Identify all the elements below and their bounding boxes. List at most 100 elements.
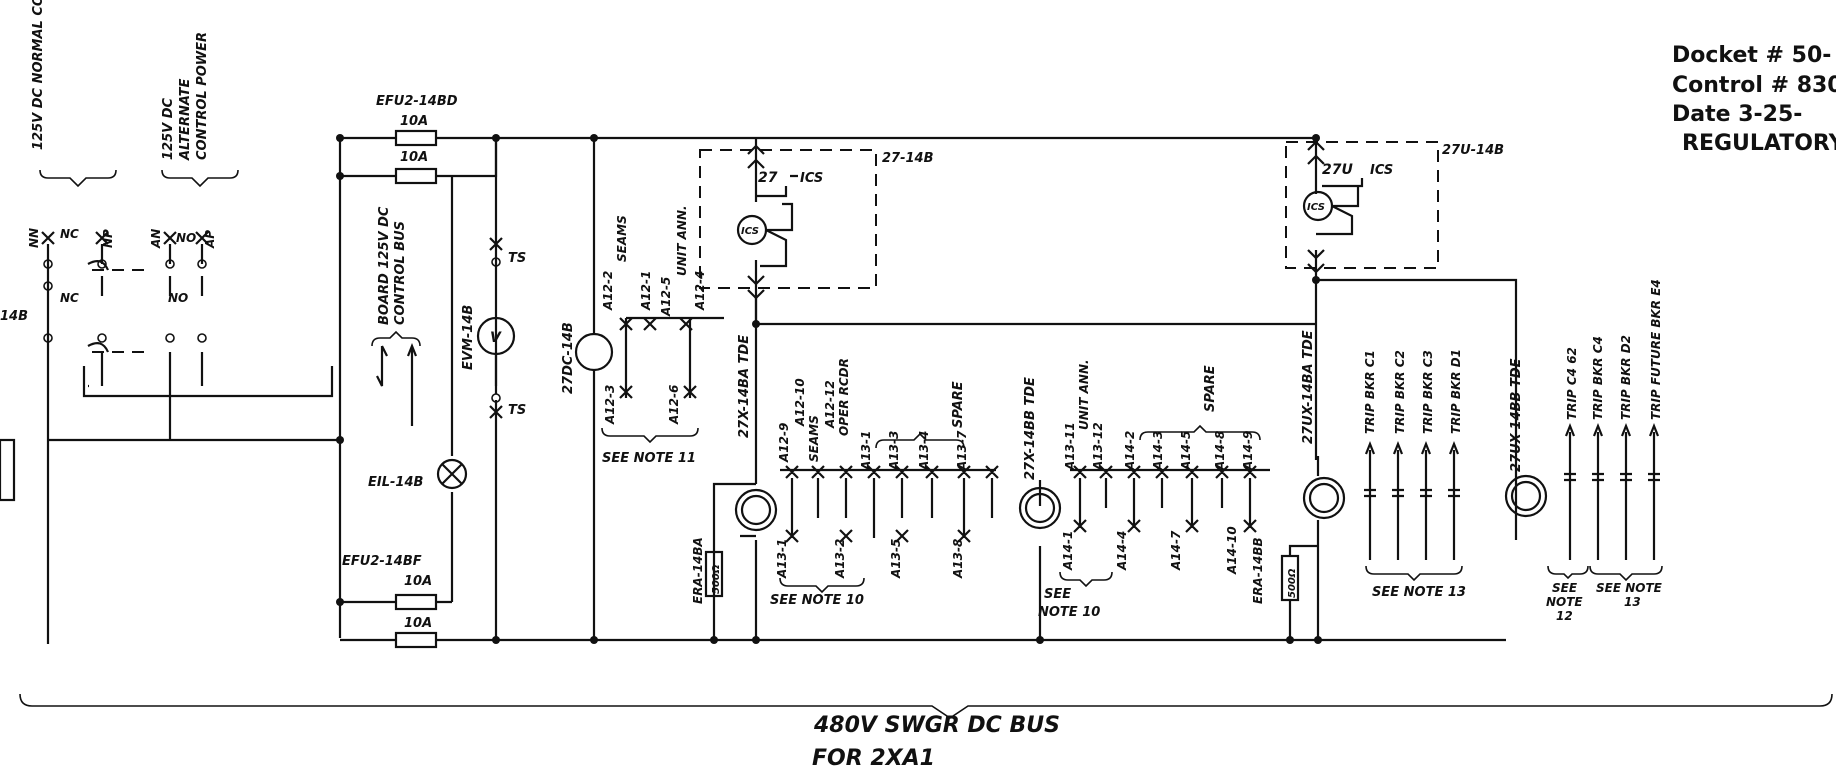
brace-spare-2: [1139, 424, 1261, 441]
lamp-circle: [436, 458, 468, 490]
relay-27x-ba-label: 27X-14BA TDE: [737, 335, 752, 438]
relay-27dc-label: 27DC-14B: [561, 322, 576, 394]
label-nc-top: NC: [60, 227, 79, 241]
fuse-group-bottom: EFU2-14BF 10A 10A: [340, 554, 1506, 649]
c-a13-8: A13-8: [951, 539, 965, 579]
label-alt-2: ALTERNATE: [178, 78, 193, 161]
era-bb-wire: [1288, 544, 1318, 640]
label-alt-3: CONTROL POWER: [195, 32, 210, 160]
relay-27dc: 27DC-14B: [561, 134, 614, 644]
brace-alternate: [161, 169, 239, 188]
relay-27dc-coil: [574, 332, 614, 372]
wire-nn: [46, 244, 50, 644]
c-a12-5: A12-5: [659, 277, 673, 317]
c-a13-1: A13-1: [859, 431, 873, 471]
a12-9-drops: [790, 478, 994, 538]
node-top-bus-1: [492, 134, 500, 142]
c-unit-ann-2: UNIT ANN.: [1077, 359, 1091, 430]
c-a12-10: A12-10: [793, 378, 807, 427]
fuse-bottom-1: [394, 593, 438, 611]
relay-27x-ba-coil: [734, 488, 778, 532]
trip-group-1: TRIP BKR C1 TRIP BKR C2 TRIP BKR C3 TRIP…: [1363, 349, 1466, 600]
relay-27u-output: [1314, 278, 1518, 540]
contact-pivot-7: [165, 333, 175, 343]
relay-27u-box: 27U-14B 27U ICS ICS: [1285, 134, 1518, 540]
board-label-1: BOARD 125V DC: [377, 206, 392, 325]
fuse-top-1: [394, 129, 438, 147]
contact-pivot-6: [165, 259, 175, 269]
ts-cross-top: [489, 237, 503, 251]
trip-e4: TRIP FUTURE BKR E4: [1649, 279, 1663, 420]
relay-27x-bb-coil: [1018, 486, 1062, 530]
label-nc-mid: NC: [60, 291, 79, 305]
era-ba-resistor: [704, 550, 724, 598]
node-27dc-top: [590, 134, 598, 142]
node-board-3: [336, 172, 344, 180]
fuse-bottom-rating-2: 10A: [404, 616, 432, 631]
relay-27-ics-wire: [756, 174, 798, 198]
a12-9-crosses: [785, 465, 999, 479]
ts-pivot-top: [491, 257, 501, 267]
trip-c2: TRIP BKR C2: [1393, 350, 1407, 434]
c-a13-12: A13-12: [1091, 422, 1105, 471]
brace-spare-1: [875, 432, 965, 449]
c-a14-10: A14-10: [1225, 526, 1239, 575]
note-12-num: 12: [1556, 609, 1573, 623]
node-board-1: [336, 436, 344, 444]
trip-group-2: TRIP C4 62 TRIP BKR C4 TRIP BKR D2 TRIP …: [1546, 279, 1663, 623]
relay-27x-bb-label: 27X-14BB TDE: [1023, 377, 1038, 480]
c-seams-2: SEAMS: [807, 415, 821, 462]
c-a13-1b: A13-1: [775, 539, 789, 579]
brace-note-11: [601, 427, 699, 444]
trip-group-2-contacts: [1564, 472, 1660, 482]
indicator-lamp: EIL-14B: [336, 134, 500, 606]
fuse-top-name: EFU2-14BD: [376, 94, 458, 109]
label-no-mid: NO: [168, 291, 188, 305]
c-a13-3: A13-3: [887, 431, 901, 471]
note-12-note: NOTE: [1546, 595, 1583, 609]
trip-group-1-contacts: [1364, 488, 1460, 498]
bus-label-group: 480V SWGR DC BUS FOR 2XA1: [19, 693, 1833, 771]
label-alt-1: 125V DC: [161, 97, 176, 160]
contact-pivot-1: [43, 259, 53, 269]
node-27ux-ba-bottom: [1314, 636, 1322, 644]
note-10-a: SEE NOTE 10: [770, 593, 864, 608]
era-ba-label: ERA-14BA: [691, 537, 705, 604]
label-np: NP: [101, 229, 115, 248]
era-bb-ohms: 500Ω: [1287, 568, 1298, 598]
c-a12-6: A12-6: [667, 385, 681, 425]
relay-27u-ics-wire: [1322, 178, 1364, 188]
brace-normal: [39, 169, 117, 188]
node-board-2: [336, 598, 344, 606]
c-a13-4: A13-4: [917, 431, 931, 471]
relay-27-ics-loop: [760, 202, 794, 268]
c-a12-1: A12-1: [639, 271, 653, 311]
c-a13-7: A13-7: [955, 430, 969, 471]
board-bus: BOARD 125V DC CONTROL BUS: [338, 138, 421, 638]
contact-pivot-4: [97, 259, 107, 269]
note-10-see: SEE: [1044, 587, 1071, 602]
relay-27ux-ba-group: 27UX-14BA TDE: [1301, 330, 1346, 644]
note-13b-num: 13: [1624, 595, 1641, 609]
relay-27ux-bb-label: 27UX-14BB TDE: [1509, 358, 1524, 472]
trip-c462: TRIP C4 62: [1565, 347, 1579, 420]
relay-27x-ba-group: 27X-14BA TDE 500Ω ERA-14BA A12-9 A12-10 …: [691, 324, 999, 644]
a12-wires: [624, 316, 724, 398]
label-ap: AP: [203, 230, 217, 249]
contacts-group-a12: A12-2 SEAMS A12-1 A12-5 UNIT ANN. A12-4 …: [601, 205, 724, 466]
node-board-4: [336, 134, 344, 142]
lamp-cross: [441, 463, 463, 485]
fuse-bottom-rating-1: 10A: [404, 574, 432, 589]
c-unit-ann-1: UNIT ANN.: [675, 205, 689, 276]
ts-cross-bottom: [489, 405, 503, 419]
c-a14-2: A14-2: [1123, 431, 1137, 471]
note-13a: SEE NOTE 13: [1372, 585, 1466, 600]
relay-27x-ba-coil-inner: [740, 494, 772, 526]
brace-note-10b: [1059, 571, 1113, 588]
ts-bottom-label: TS: [508, 403, 526, 418]
contact-pivot-5: [97, 333, 107, 343]
fuse-top-2: [394, 167, 438, 185]
relay-27u-ics-coil-label: ICS: [1307, 202, 1325, 213]
trip-c3: TRIP BKR C3: [1421, 350, 1435, 434]
c-a12-9: A12-9: [777, 423, 791, 463]
